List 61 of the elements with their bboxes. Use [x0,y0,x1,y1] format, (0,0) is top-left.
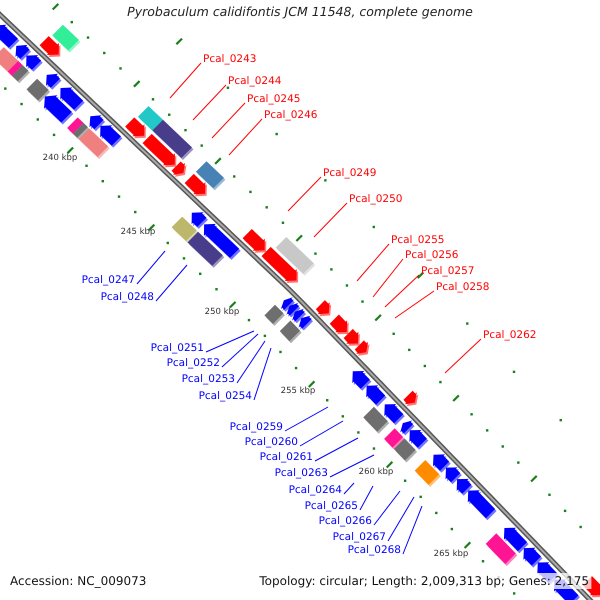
leader-line [222,334,258,368]
leader-line [170,62,202,98]
leader-line [394,290,434,318]
leader-line [360,486,374,510]
gene-label: Pcal_0253 [182,373,235,386]
gene-label: Pcal_0263 [274,467,328,480]
gene-label: Pcal_0257 [421,265,474,278]
leader-line [136,250,166,284]
gene-label: Pcal_0265 [304,500,358,513]
gene-label: Pcal_0248 [100,291,154,304]
gene-label: Pcal_0243 [203,53,256,66]
gene-label: Pcal_0245 [247,93,300,106]
gene-label: Pcal_0254 [198,390,252,403]
scale-label: 260 kbp [358,467,394,478]
gene-label: Pcal_0262 [483,329,536,342]
scale-label: 245 kbp [120,227,156,238]
leader-line [372,258,404,298]
gene-label: Pcal_0255 [391,234,444,247]
leader-line [254,348,272,400]
leader-line [156,264,188,302]
leader-line [288,176,322,212]
leader-line [384,274,420,308]
scale-label: 255 kbp [280,386,316,397]
leader-line [374,490,400,526]
gene-label: Pcal_0244 [228,75,282,88]
footer-text: Topology: circular; Length: 2,009,313 bp; Genes: 2,175 [257,573,591,589]
leader-line [228,118,262,156]
footer-text: Accession: NC_009073 [8,573,148,589]
leader-line [388,496,414,542]
gene-label: Pcal_0249 [323,167,376,180]
gene-label: Pcal_0258 [436,281,490,294]
leader-line [206,330,254,352]
gene-label: Pcal_0259 [230,421,283,434]
scale-label: 240 kbp [42,153,78,164]
gene-label: Pcal_0264 [288,484,342,497]
scale-label: 265 kbp [434,549,468,560]
gene-label: Pcal_0247 [82,274,135,287]
leader-line [314,438,358,462]
gene-label: Pcal_0252 [166,357,220,370]
gene-label: Pcal_0261 [260,451,313,464]
leader-line [330,454,374,478]
leader-line [212,102,246,138]
leader-line [356,244,390,282]
leader-line [192,84,226,120]
gene-label: Pcal_0246 [264,109,318,122]
gene-label: Pcal_0268 [348,544,401,557]
leader-line [344,482,354,494]
leader-line [402,506,422,554]
gene-label: Pcal_0260 [244,436,298,449]
gene-label: Pcal_0267 [332,531,386,544]
gene-label: Pcal_0251 [150,342,204,355]
gene-label: Pcal_0256 [405,249,458,262]
title: Pyrobaculum calidifontis JCM 11548, complete genome [127,4,473,19]
leader-line [236,340,266,384]
leader-line [284,406,328,432]
gene-label: Pcal_0250 [349,193,402,206]
gene-label: Pcal_0266 [318,515,372,528]
leader-line [300,420,344,446]
scale-label: 250 kbp [204,307,240,318]
leader-line [314,202,348,238]
leader-line [444,338,482,374]
